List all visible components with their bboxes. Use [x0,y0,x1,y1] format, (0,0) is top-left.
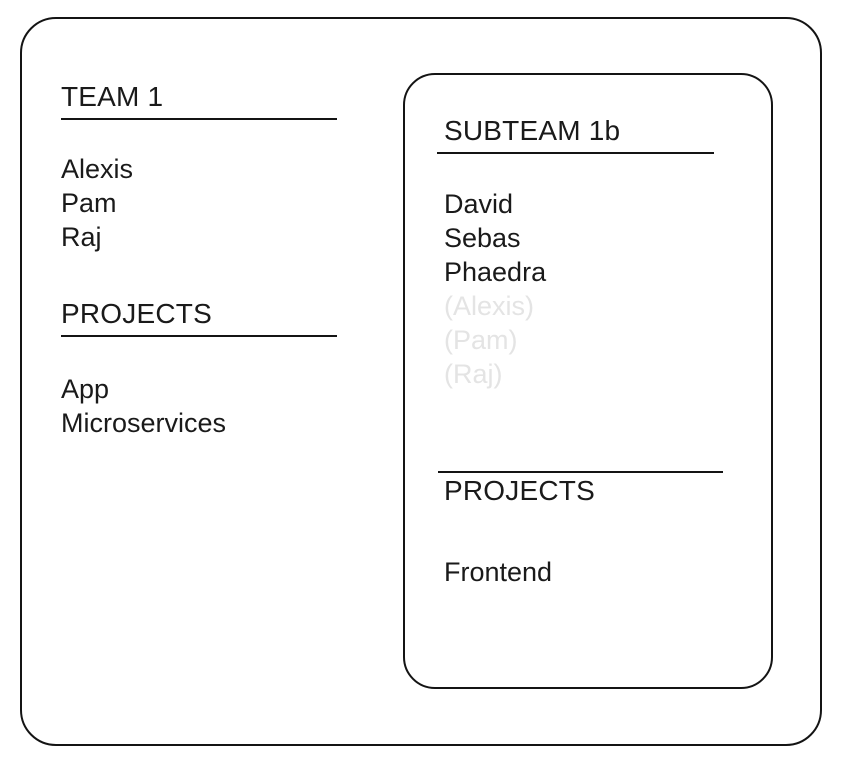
team-projects-title: PROJECTS [61,298,212,329]
list-item[interactable]: David [444,189,514,219]
list-item-inherited[interactable]: (Raj) [444,359,503,389]
list-item[interactable]: Raj [61,222,102,252]
team-heading-group: TEAM 1 [61,80,337,120]
team-title-rule [61,118,337,120]
subteam-member-list: David Sebas Phaedra (Alexis) (Pam) (Raj) [444,187,546,391]
list-item[interactable]: Sebas [444,223,521,253]
subteam-projects-title: PROJECTS [444,475,595,506]
subteam-project-list: Frontend [444,555,552,589]
list-item[interactable]: Pam [61,188,117,218]
list-item[interactable]: Phaedra [444,257,547,287]
list-item[interactable]: Frontend [444,557,553,587]
list-item[interactable]: Alexis [61,154,134,184]
list-item-inherited[interactable]: (Pam) [444,325,518,355]
subteam-title-rule [437,152,714,154]
subteam-projects-rule [438,471,723,473]
team-project-list: App Microservices [61,372,226,440]
team-projects-rule [61,335,337,337]
subteam-heading-group: SUBTEAM 1b [437,114,714,154]
subteam-container[interactable] [403,73,773,689]
subteam-projects-heading-group: PROJECTS [438,471,723,508]
list-item-inherited[interactable]: (Alexis) [444,291,535,321]
subteam-title: SUBTEAM 1b [444,115,621,146]
list-item[interactable]: Microservices [61,408,227,438]
team-projects-heading-group: PROJECTS [61,297,337,337]
team-member-list: Alexis Pam Raj [61,152,133,254]
list-item[interactable]: App [61,374,110,404]
team-title: TEAM 1 [61,81,164,112]
